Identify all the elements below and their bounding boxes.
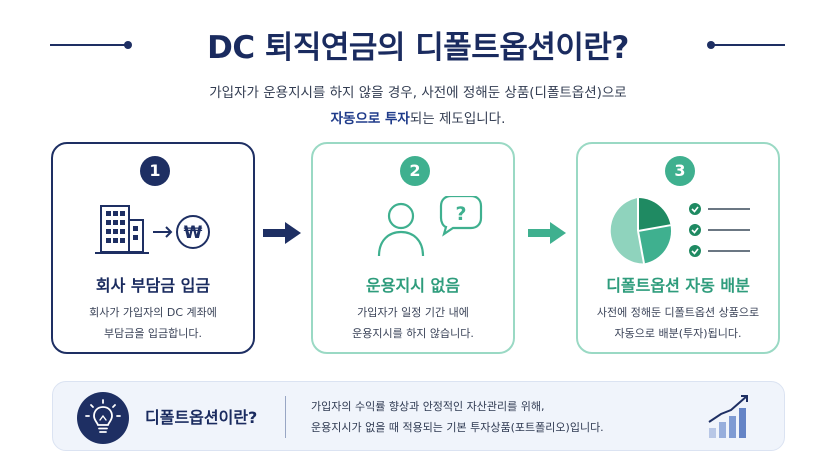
step-desc-line-1: 가입자가 일정 기간 내에 (357, 306, 469, 319)
step-title: 회사 부담금 입금 (95, 276, 211, 295)
title-dot-right (707, 41, 715, 49)
page-title: DC 퇴직연금의 디폴트옵션이란? (207, 30, 629, 66)
flow-arrow-icon (528, 222, 566, 244)
info-desc-line-1: 가입자의 수익률 향상과 안정적인 자산관리를 위해, (311, 400, 545, 413)
step-description: 회사가 가입자의 DC 계좌에 부담금을 입금합니다. (53, 302, 253, 344)
info-title: 디폴트옵션이란? (145, 408, 258, 427)
won-symbol: ₩ (184, 223, 203, 243)
step-title: 운용지시 없음 (366, 276, 460, 295)
step-desc-line-2: 자동으로 배분(투자)됩니다. (614, 327, 742, 340)
step-desc-line-1: 사전에 정해둔 디폴트옵션 상품으로 (596, 306, 760, 319)
step-number-badge: 1 (140, 156, 170, 186)
step-3-illustration (610, 198, 750, 264)
intro-line-1: 가입자가 운용지시를 하지 않을 경우, 사전에 정해둔 상품(디폴트옵션)으로 (209, 85, 627, 101)
checklist-icon (689, 203, 750, 257)
info-divider (285, 396, 286, 438)
arrow-right-icon (153, 226, 173, 238)
intro-emphasis: 자동으로 투자 (330, 111, 410, 127)
growth-chart-icon (708, 395, 748, 438)
lightbulb-badge (77, 392, 129, 444)
step-number-badge: 3 (665, 156, 695, 186)
question-bubble-icon: ? (439, 196, 483, 237)
lightbulb-icon (85, 399, 121, 433)
step-number-badge: 2 (400, 156, 430, 186)
title-row: DC 퇴직연금의 디폴트옵션이란? (0, 18, 836, 70)
step-card-3: 3 디폴트옵션 자동 배분 사전에 정해둔 디폴트옵션 상품으로 자동으로 배분… (576, 142, 780, 354)
intro-line-2: 자동으로 투자되는 제도입니다. (0, 106, 836, 132)
question-mark: ? (455, 203, 466, 225)
building-icon (95, 205, 149, 254)
step-title: 디폴트옵션 자동 배분 (606, 276, 750, 295)
intro-text: 가입자가 운용지시를 하지 않을 경우, 사전에 정해둔 상품(디폴트옵션)으로… (0, 80, 836, 132)
step-2-illustration: ? (377, 196, 483, 257)
step-1-illustration: ₩ (95, 205, 210, 254)
info-description: 가입자의 수익률 향상과 안정적인 자산관리를 위해, 운용지시가 없을 때 적… (311, 396, 691, 438)
title-rule-left (50, 44, 126, 46)
title-rule-right (713, 44, 785, 46)
person-icon (377, 202, 425, 257)
pie-chart-icon (610, 198, 672, 264)
title-dot-left (124, 41, 132, 49)
step-card-2: 2 ? 운용지시 없음 가입자가 일정 기간 내에 운용지시를 하지 않습니다. (311, 142, 515, 354)
step-desc-line-1: 회사가 가입자의 DC 계좌에 (89, 306, 217, 319)
step-card-1: 1 ₩ 회사 부담금 입금 회사가 가입자의 DC 계좌에 부담금을 입금합니다… (51, 142, 255, 354)
info-desc-line-2: 운용지시가 없을 때 적용되는 기본 투자상품(포트폴리오)입니다. (311, 421, 604, 434)
info-box: 디폴트옵션이란? 가입자의 수익률 향상과 안정적인 자산관리를 위해, 운용지… (52, 381, 785, 451)
step-desc-line-2: 운용지시를 하지 않습니다. (352, 327, 474, 340)
flow-arrow-icon (263, 222, 301, 244)
step-desc-line-2: 부담금을 입금합니다. (103, 327, 203, 340)
intro-line-2-rest: 되는 제도입니다. (409, 111, 506, 127)
won-coin-icon: ₩ (176, 215, 210, 249)
step-description: 가입자가 일정 기간 내에 운용지시를 하지 않습니다. (313, 302, 513, 344)
step-description: 사전에 정해둔 디폴트옵션 상품으로 자동으로 배분(투자)됩니다. (578, 302, 778, 344)
